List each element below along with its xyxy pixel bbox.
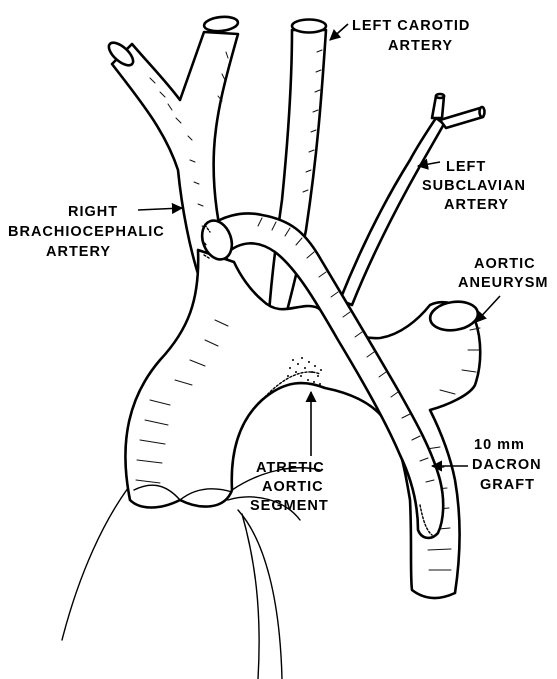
label-dacron-graft: 10 mm DACRON GRAFT (472, 437, 542, 493)
pointer-right-brachiocephalic (138, 208, 182, 210)
svg-text:ANEURYSM: ANEURYSM (458, 275, 548, 291)
svg-text:SEGMENT: SEGMENT (250, 498, 329, 514)
svg-text:AORTIC: AORTIC (262, 479, 324, 495)
svg-text:SUBCLAVIAN: SUBCLAVIAN (422, 178, 526, 194)
svg-text:ATRETIC: ATRETIC (256, 460, 325, 476)
svg-text:AORTIC: AORTIC (474, 256, 536, 272)
svg-text:RIGHT: RIGHT (68, 204, 118, 220)
svg-text:LEFT CAROTID: LEFT CAROTID (352, 18, 470, 34)
aortic-arch (125, 250, 480, 598)
svg-text:ARTERY: ARTERY (444, 197, 509, 213)
pointer-aortic-aneurysm (476, 296, 500, 322)
svg-text:BRACHIOCEPHALIC: BRACHIOCEPHALIC (8, 224, 165, 240)
svg-text:10 mm: 10 mm (474, 437, 525, 453)
label-left-subclavian: LEFT SUBCLAVIAN ARTERY (422, 159, 526, 213)
svg-text:ARTERY: ARTERY (388, 38, 453, 54)
svg-text:DACRON: DACRON (472, 457, 542, 473)
svg-text:GRAFT: GRAFT (480, 477, 535, 493)
svg-text:LEFT: LEFT (446, 159, 486, 175)
label-left-carotid: LEFT CAROTID ARTERY (352, 18, 470, 54)
pointer-left-carotid (330, 24, 348, 40)
label-aortic-aneurysm: AORTIC ANEURYSM (458, 256, 548, 291)
label-right-brachiocephalic: RIGHT BRACHIOCEPHALIC ARTERY (8, 204, 165, 260)
label-atretic-segment: ATRETIC AORTIC SEGMENT (250, 460, 329, 514)
svg-text:ARTERY: ARTERY (46, 244, 111, 260)
